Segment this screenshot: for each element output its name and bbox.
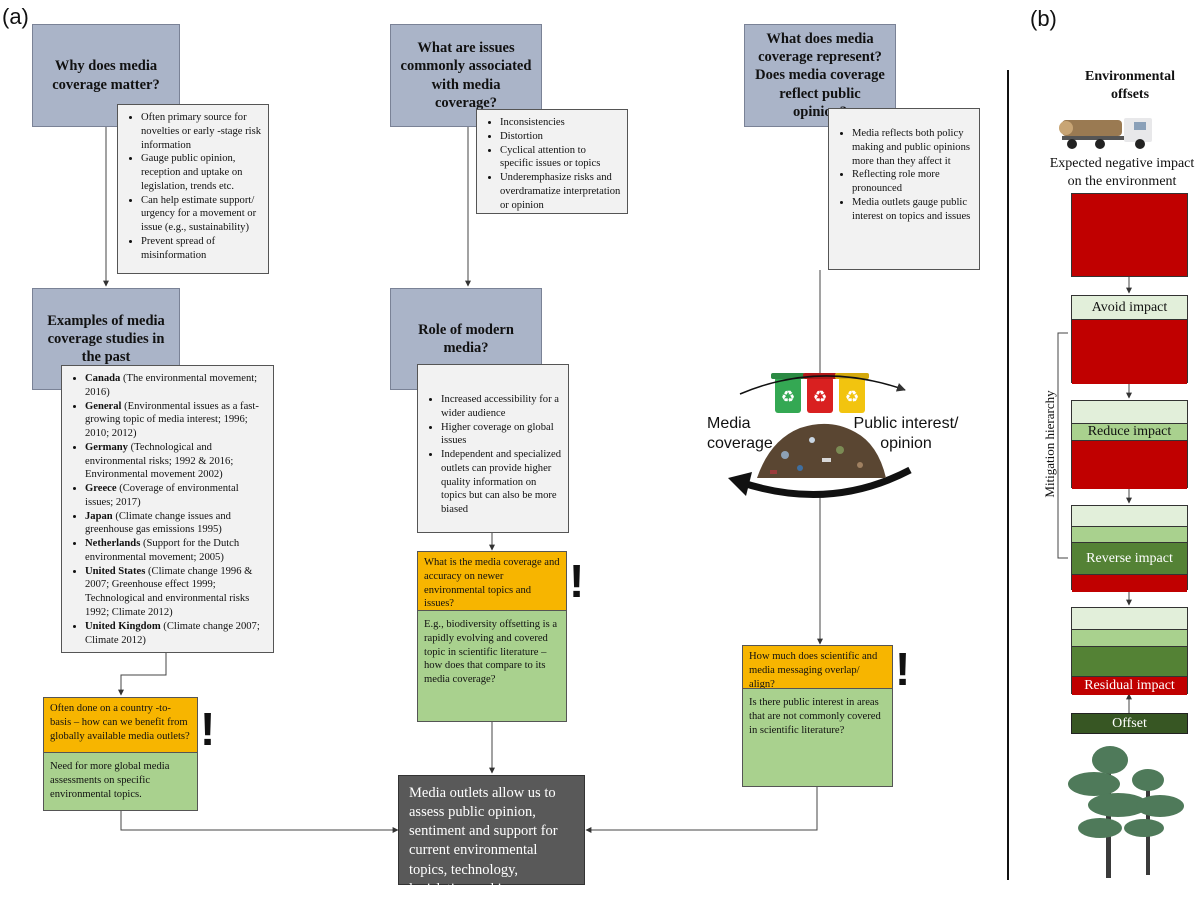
col1-bullet: Can help estimate support/ urgency for a… [141,194,262,235]
svg-text:♻: ♻ [781,389,795,406]
col3-gap-answer: Is there public interest in areas that a… [742,688,893,787]
offset-block: Offset [1071,713,1188,734]
col2-bullet: Cyclical attention to specific issues or… [500,144,621,172]
example-item: Netherlands (Support for the Dutch envir… [85,537,267,565]
col2-question: What are issues commonly associated with… [400,40,532,111]
arrow-col3-to-conclusion [585,787,818,833]
col1-bullet: Gauge public opinion, reception and upta… [141,152,262,193]
log-truck-icon [1059,118,1152,149]
col2-role-bullet: Higher coverage on global issues [441,421,562,449]
impact-label: Expected negative impact on the environm… [1049,156,1195,189]
panel-b-title: Environmental offsets [1085,69,1175,102]
col3-exclamation-icon: ! [895,643,911,695]
col2-bullet: Distortion [500,130,621,144]
cycle-media-coverage-label: Media coverage [707,415,773,452]
col1-bullet: Prevent spread of misinformation [141,235,262,263]
reverse-avoided-band [1072,506,1187,527]
col2-bullet: Underemphasize risks and overdramatize i… [500,171,621,212]
residual-reversed-band [1072,647,1187,677]
reduce-avoided-band [1072,401,1187,424]
cycle-top-arrow-icon [739,375,906,395]
residual-label: Residual impact [1072,677,1187,695]
col2-role-bullet: Increased accessibility for a wider audi… [441,393,562,421]
cycle-bottom-arrow-icon [738,466,912,498]
col1-bullet-box: Often primary source for novelties or ea… [117,104,269,274]
reduce-label: Reduce impact [1072,424,1187,441]
reverse-label: Reverse impact [1072,543,1187,575]
col1-exclamation-icon: ! [200,703,216,755]
col1-bullet: Often primary source for novelties or ea… [141,111,262,152]
example-item: General (Environmental issues as a fast-… [85,400,267,441]
reduce-stage-block: Reduce impact [1071,400,1188,489]
avoid-label: Avoid impact [1072,296,1187,320]
col2-bullet: Inconsistencies [500,116,621,130]
example-item: Greece (Coverage of environmental issues… [85,482,267,510]
trees-icon [1068,746,1184,878]
example-item: United Kingdom (Climate change 2007; Cli… [85,620,267,648]
reverse-remaining-impact [1072,575,1187,592]
arrow-col1-to-conclusion [120,811,399,833]
svg-text:♻: ♻ [845,389,859,406]
arrow-col1-examples-to-gap [118,652,167,696]
avoid-remaining-impact [1072,320,1187,384]
col2-question-box: What are issues commonly associated with… [390,24,542,127]
col1-examples-title: Examples of media coverage studies in th… [47,312,165,366]
conclusion-box: Media outlets allow us to assess public … [398,775,585,897]
col1-gap-answer: Need for more global media assessments o… [43,752,198,811]
col2-bullet-box: Inconsistencies Distortion Cyclical atte… [476,109,628,214]
col3-bullet: Media outlets gauge public interest on t… [852,196,973,224]
cycle-bottom-arrowhead-icon [728,472,752,496]
col1-question: Why does media coverage matter? [52,58,160,93]
expected-impact-block [1071,193,1188,277]
residual-avoided-band [1072,608,1187,630]
example-item: Canada (The environmental movement; 2016… [85,372,267,400]
example-item: Japan (Climate change issues and greenho… [85,510,267,538]
recycling-bins-icon: ♻ ♻ ♻ [771,373,869,413]
residual-reduced-band [1072,630,1187,647]
col2-role-title: Role of modern media? [418,321,514,356]
avoid-stage-block: Avoid impact [1071,295,1188,384]
cycle-public-interest-label: Public interest/ opinion [853,415,959,452]
mitigation-bracket [1057,332,1068,559]
col1-gap-question: Often done on a country -to-basis – how … [43,697,198,753]
col3-bullet-box: Media reflects both policy making and pu… [828,108,980,270]
example-item: Germany (Technological and environmental… [85,441,267,482]
col2-exclamation-icon: ! [569,555,585,607]
col2-role-box: Increased accessibility for a wider audi… [417,364,569,533]
col2-gap-answer: E.g., biodiversity offsetting is a rapid… [417,610,567,722]
col3-gap-question: How much does scientific and media messa… [742,645,893,690]
col1-examples-box: Canada (The environmental movement; 2016… [61,365,274,653]
reverse-reduced-band [1072,527,1187,543]
example-item: United States (Climate change 1996 & 200… [85,565,267,620]
reverse-stage-block: Reverse impact [1071,505,1188,592]
col3-bullet: Media reflects both policy making and pu… [852,127,973,168]
panel-a-label: (a) [2,4,29,29]
col1-question-box: Why does media coverage matter? [32,24,180,127]
col3-question: What does media coverage represent? Does… [755,31,885,120]
mitigation-hierarchy-label: Mitigation hierarchy [1042,390,1057,498]
residual-stage-block: Residual impact [1071,607,1188,695]
panel-b-label: (b) [1030,6,1057,31]
col3-bullet: Reflecting role more pronounced [852,168,973,196]
col2-gap-question: What is the media coverage and accuracy … [417,551,567,611]
waste-pile-icon [757,423,886,478]
col2-role-bullet: Independent and specialized outlets can … [441,448,562,517]
svg-text:♻: ♻ [813,389,827,406]
reduce-remaining-impact [1072,441,1187,489]
